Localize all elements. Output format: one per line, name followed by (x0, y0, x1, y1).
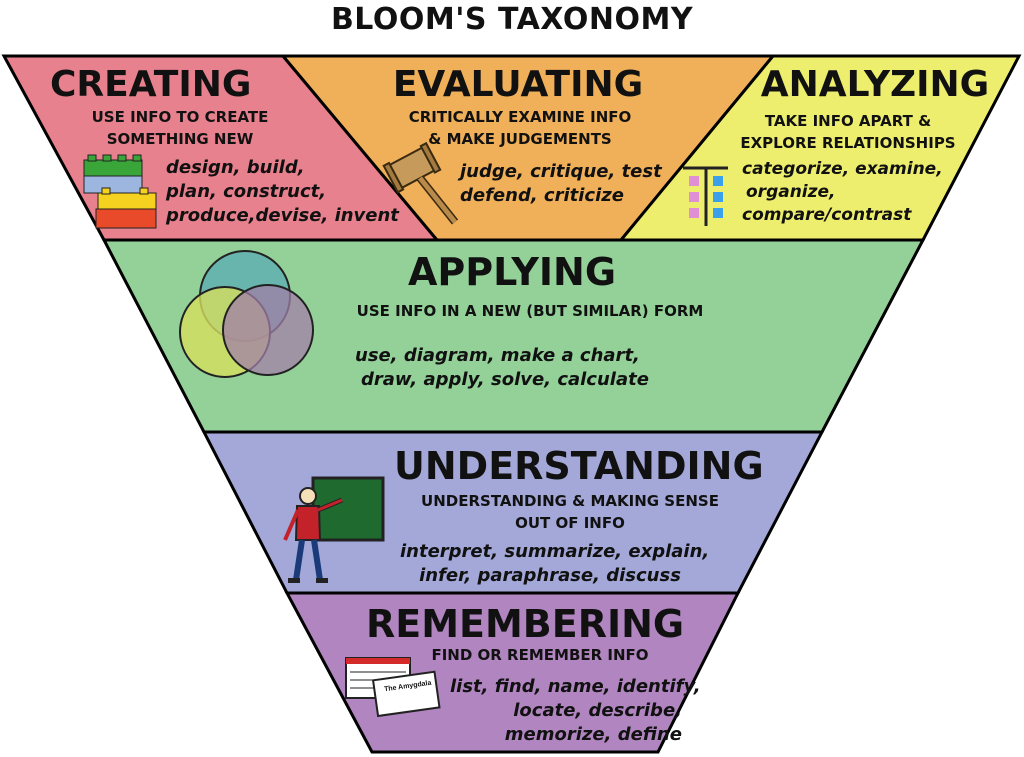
creating-verbs: design, build, plan, construct, produce,… (166, 157, 399, 226)
understanding-heading: UNDERSTANDING (394, 444, 764, 488)
flashcards-icon (345, 657, 441, 718)
analyzing-heading: ANALYZING (760, 64, 990, 105)
diagram-title: BLOOM'S TAXONOMY (330, 2, 694, 37)
sorting-chart-icon (683, 166, 728, 226)
venn-diagram-icon (179, 250, 314, 378)
evaluating-description: CRITICALLY EXAMINE INFO & MAKE JUDGEMENT… (408, 108, 632, 148)
analyzing-description: TAKE INFO APART & EXPLORE RELATIONSHIPS (740, 112, 956, 152)
lego-bricks-icon (83, 154, 157, 229)
remembering-verbs: list, find, name, identify, locate, desc… (450, 676, 701, 745)
applying-description: USE INFO IN A NEW (BUT SIMILAR) FORM (356, 302, 704, 320)
teacher-chalkboard-icon (283, 476, 385, 583)
remembering-heading: REMEMBERING (366, 602, 685, 646)
understanding-description: UNDERSTANDING & MAKING SENSE OUT OF INFO (421, 492, 719, 532)
applying-verbs: use, diagram, make a chart, draw, apply,… (355, 345, 649, 390)
evaluating-verbs: judge, critique, test defend, criticize (460, 161, 662, 206)
evaluating-heading: EVALUATING (392, 64, 644, 105)
gavel-icon (382, 141, 459, 225)
creating-description: USE INFO TO CREATE SOMETHING NEW (91, 108, 269, 148)
applying-heading: APPLYING (407, 250, 617, 294)
creating-heading: CREATING (50, 64, 252, 105)
remembering-description: FIND OR REMEMBER INFO (431, 646, 649, 664)
understanding-verbs: interpret, summarize, explain, infer, pa… (400, 541, 710, 586)
analyzing-verbs: categorize, examine, organize, compare/c… (742, 159, 943, 225)
